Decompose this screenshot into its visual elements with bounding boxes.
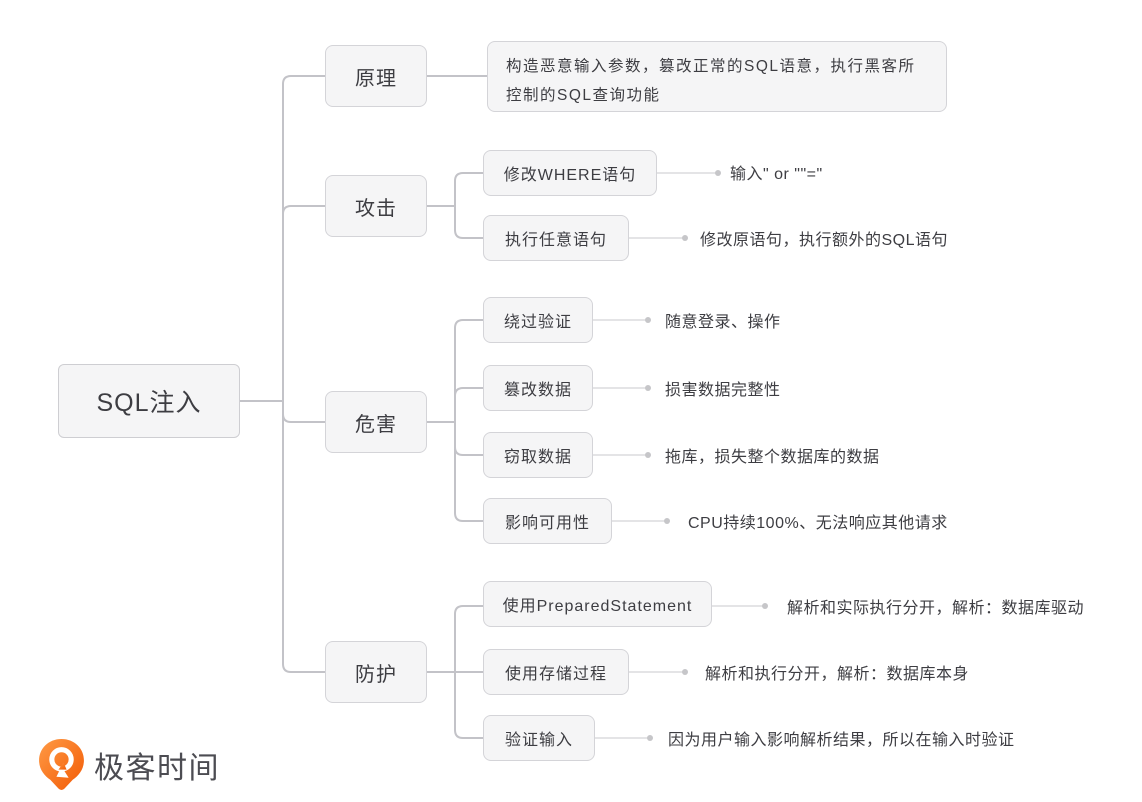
root-node-sql-injection: SQL注入 [58, 364, 240, 438]
leaf-node-validate-input: 验证输入 [483, 715, 595, 761]
branch-node-defense: 防护 [325, 641, 427, 703]
note-steal-data: 拖库，损失整个数据库的数据 [665, 449, 880, 466]
leaf-node-prepared-statement: 使用PreparedStatement [483, 581, 712, 627]
note-execute-arbitrary: 修改原语句，执行额外的SQL语句 [700, 232, 949, 249]
note-end-dots [645, 170, 768, 741]
leaf-node-tamper-data: 篡改数据 [483, 365, 593, 411]
note-bypass-auth: 随意登录、操作 [665, 314, 781, 331]
branch-node-principle: 原理 [325, 45, 427, 107]
geektime-logo-text: 极客时间 [94, 751, 220, 785]
note-prepared-statement: 解析和实际执行分开，解析：数据库驱动 [787, 600, 1085, 617]
leaf-node-modify-where: 修改WHERE语句 [483, 150, 657, 196]
note-where-injection-example: 输入" or ""=" [730, 166, 823, 183]
leaf-node-execute-arbitrary: 执行任意语句 [483, 215, 629, 261]
branch-node-harm: 危害 [325, 391, 427, 453]
leaf-node-bypass-auth: 绕过验证 [483, 297, 593, 343]
branch-connectors [239, 75, 488, 739]
leaf-node-steal-data: 窃取数据 [483, 432, 593, 478]
note-stored-procedure: 解析和执行分开，解析：数据库本身 [705, 666, 970, 683]
leaf-node-affect-availability: 影响可用性 [483, 498, 612, 544]
geektime-pin-icon [39, 739, 84, 790]
note-validate-input: 因为用户输入影响解析结果，所以在输入时验证 [668, 732, 1015, 749]
leaf-node-principle-description: 构造恶意输入参数，篡改正常的SQL语意，执行黑客所控制的SQL查询功能 [487, 41, 947, 112]
note-connectors [592, 172, 763, 739]
note-affect-availability: CPU持续100%、无法响应其他请求 [688, 515, 948, 532]
branch-node-attack: 攻击 [325, 175, 427, 237]
geektime-logo: 极客时间 [38, 738, 220, 791]
leaf-node-stored-procedure: 使用存储过程 [483, 649, 629, 695]
note-tamper-data: 损害数据完整性 [665, 382, 781, 399]
